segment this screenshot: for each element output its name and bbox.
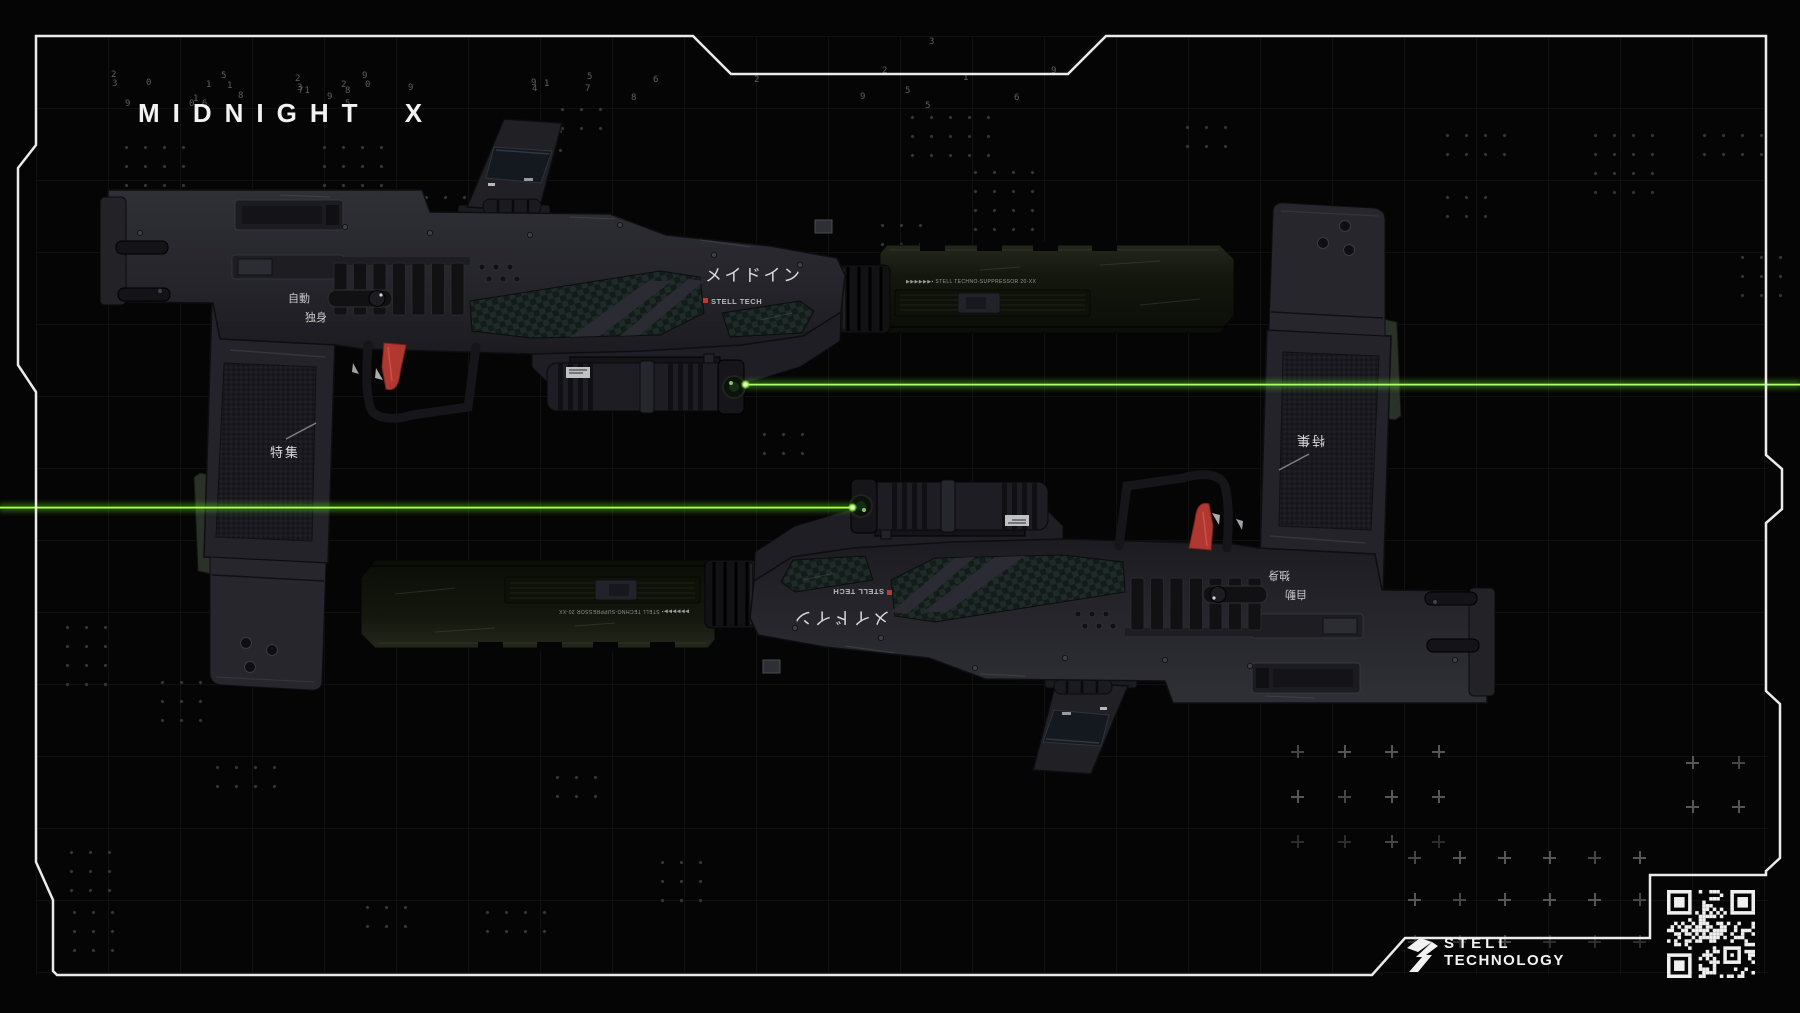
cross-marker (1588, 935, 1601, 948)
background-digit: 5 (905, 86, 912, 96)
cross-marker (1338, 790, 1351, 803)
cross-marker (1385, 835, 1398, 848)
background-digit: 6 (1014, 93, 1021, 103)
cross-marker (1338, 835, 1351, 848)
cross-marker (1385, 790, 1398, 803)
cross-marker (1453, 851, 1466, 864)
cross-marker (1633, 893, 1646, 906)
background-digit: 5 (587, 72, 594, 82)
dot-patch (478, 903, 554, 941)
background-digit: 4 (532, 84, 539, 94)
background-digit: 8 (631, 93, 638, 103)
background-digit: 3 (929, 37, 936, 47)
background-digit: 1 (206, 80, 213, 90)
cross-marker (1732, 756, 1745, 769)
background-digit: 2 (341, 80, 348, 90)
background-digit: 2 (882, 66, 889, 76)
laser-beam (745, 382, 1800, 386)
background-digit: 71 (298, 86, 311, 96)
brand-lockup: STELL TECHNOLOGY (1404, 935, 1565, 974)
background-digit: 1 (544, 79, 551, 89)
cross-marker (1291, 790, 1304, 803)
cross-marker (1543, 893, 1556, 906)
cross-marker (1588, 851, 1601, 864)
background-digit: 6 (653, 75, 660, 85)
background-digit: 7 (585, 84, 592, 94)
dot-patch (1695, 126, 1771, 164)
cross-marker (1633, 935, 1646, 948)
cross-marker (1543, 851, 1556, 864)
laser-beam (0, 505, 852, 509)
dot-patch (208, 758, 284, 796)
cross-marker (1453, 893, 1466, 906)
stell-logo-icon (1407, 938, 1438, 972)
background-digit: 9 (408, 83, 415, 93)
cross-marker (1498, 851, 1511, 864)
background-digit: 1 (963, 73, 970, 83)
dot-patch (62, 843, 119, 900)
background-digit: 0 (146, 78, 153, 88)
background-digit: 9 (362, 71, 369, 81)
brand-line2: TECHNOLOGY (1444, 951, 1565, 969)
dot-patch (1438, 126, 1514, 164)
cross-marker (1432, 835, 1445, 848)
background-digit: 0 (365, 80, 372, 90)
cross-marker (1408, 893, 1421, 906)
cross-marker (1686, 800, 1699, 813)
cross-marker (1291, 835, 1304, 848)
weapon-bottom-view (355, 188, 1495, 788)
cross-marker (1432, 790, 1445, 803)
dot-patch (1586, 126, 1662, 202)
background-digit: 9 (860, 92, 867, 102)
dot-patch (1733, 248, 1790, 305)
dot-patch (653, 853, 710, 910)
dot-patch (358, 898, 415, 936)
background-digit: 1 (227, 81, 234, 91)
cross-marker (1732, 800, 1745, 813)
dot-patch (65, 903, 122, 960)
cross-marker (1408, 851, 1421, 864)
cross-marker (1498, 893, 1511, 906)
laser-origin-glow (847, 502, 857, 512)
background-digit: 9 (1051, 66, 1058, 76)
laser-origin-glow (740, 379, 750, 389)
cross-marker (1588, 893, 1601, 906)
background-digit: 5 (221, 71, 228, 81)
page-title: MIDNIGHT X (138, 98, 436, 128)
background-digit: 3 (112, 79, 119, 89)
background-digit: 2 (754, 75, 761, 85)
brand-line1: STELL (1444, 935, 1512, 952)
qr-code (1667, 890, 1755, 978)
cross-marker (1633, 851, 1646, 864)
cross-marker (1686, 756, 1699, 769)
